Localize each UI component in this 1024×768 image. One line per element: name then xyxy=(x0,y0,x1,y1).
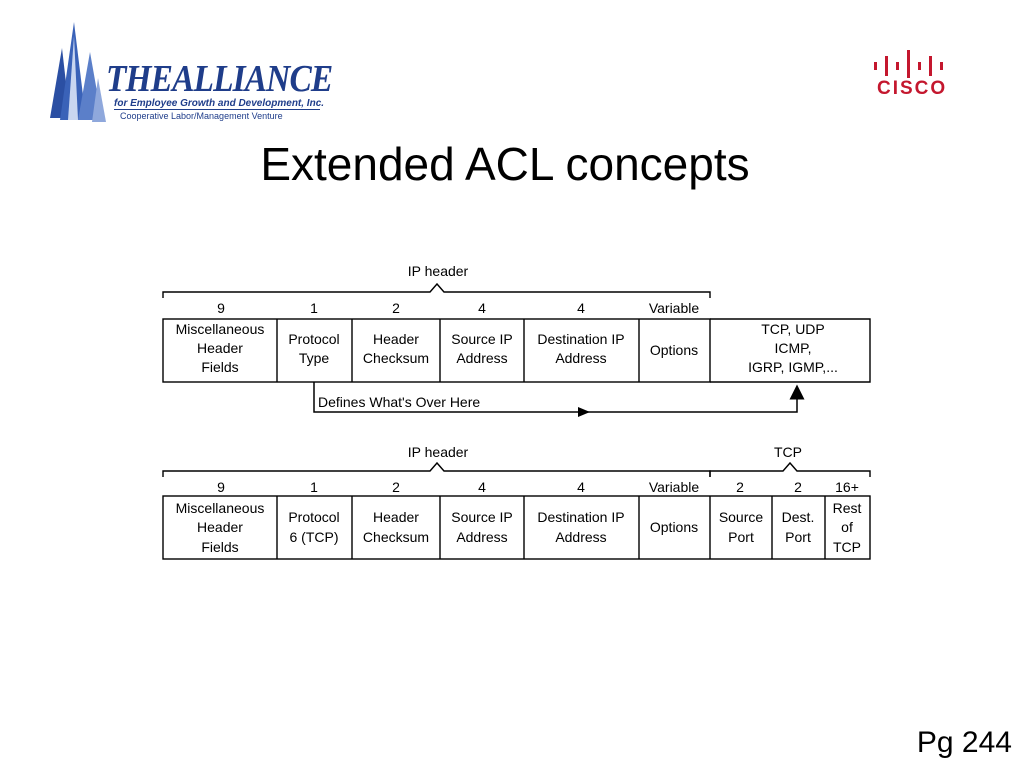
top-size-label: 4 xyxy=(577,300,585,316)
top-field-misc: Miscellaneous xyxy=(176,321,265,337)
bottom-field-labels: Miscellaneous Header Fields Protocol 6 (… xyxy=(176,500,862,555)
bottom-field-protocol: 6 (TCP) xyxy=(290,529,339,545)
bottom-tcp-brace xyxy=(709,461,871,477)
bottom-field-rest-tcp: TCP xyxy=(833,539,861,555)
bottom-field-source-ip: Source IP xyxy=(451,509,512,525)
bottom-field-protocol: Protocol xyxy=(288,509,339,525)
top-field-checksum: Checksum xyxy=(363,350,429,366)
bottom-size-label: 9 xyxy=(217,479,225,495)
bottom-tcp-brace-label: TCP xyxy=(774,444,802,460)
bottom-field-source-ip: Address xyxy=(456,529,507,545)
page-number: Pg 244 xyxy=(916,726,1012,759)
bottom-field-options: Options xyxy=(650,519,698,535)
top-field-protocols: ICMP, xyxy=(774,340,811,356)
bottom-size-label: 4 xyxy=(478,479,486,495)
spires-icon xyxy=(50,22,106,122)
top-field-checksum: Header xyxy=(373,331,419,347)
top-header-diagram: IP header 9 1 2 4 4 Variable Miscellaneo… xyxy=(162,263,871,417)
bottom-size-label: 1 xyxy=(310,479,318,495)
cisco-bars-icon xyxy=(874,50,943,78)
bottom-field-source-port: Source xyxy=(719,509,764,525)
bottom-field-rest-tcp: Rest xyxy=(833,500,862,516)
bottom-size-label: 2 xyxy=(794,479,802,495)
top-field-boxes xyxy=(162,318,871,383)
top-size-label: 2 xyxy=(392,300,400,316)
top-brace-label: IP header xyxy=(408,263,469,279)
alliance-divider xyxy=(114,109,320,110)
bottom-field-dest-port: Dest. xyxy=(782,509,815,525)
top-field-misc: Header xyxy=(197,340,243,356)
bottom-field-misc: Header xyxy=(197,519,243,535)
bottom-field-boxes xyxy=(162,495,871,560)
bottom-field-misc: Fields xyxy=(201,539,238,555)
top-size-labels: 9 1 2 4 4 Variable xyxy=(217,300,699,316)
defines-arrow-label: Defines What's Over Here xyxy=(318,394,480,410)
bottom-field-dest-port: Port xyxy=(785,529,811,545)
top-field-protocol: Protocol xyxy=(288,331,339,347)
bottom-size-labels: 9 1 2 4 4 Variable 2 2 16+ xyxy=(217,479,859,495)
top-field-protocols: TCP, UDP xyxy=(761,321,825,337)
alliance-brand: THEALLIANCE xyxy=(106,58,333,100)
bottom-field-checksum: Header xyxy=(373,509,419,525)
bottom-field-checksum: Checksum xyxy=(363,529,429,545)
bottom-size-label: 2 xyxy=(736,479,744,495)
top-field-labels: Miscellaneous Header Fields Protocol Typ… xyxy=(176,321,838,375)
top-size-label: 1 xyxy=(310,300,318,316)
top-field-destination-ip: Address xyxy=(555,350,606,366)
bottom-header-diagram: IP header TCP 9 1 2 4 4 Variable 2 2 16+ xyxy=(162,444,871,560)
alliance-logo: THEALLIANCE for Employee Growth and Deve… xyxy=(48,18,333,128)
slide-title: Extended ACL concepts xyxy=(260,138,750,190)
alliance-subtitle: Cooperative Labor/Management Venture xyxy=(120,111,283,121)
top-field-protocols: IGRP, IGMP,... xyxy=(748,359,838,375)
top-field-source-ip: Address xyxy=(456,350,507,366)
bottom-field-rest-tcp: of xyxy=(841,519,853,535)
bottom-field-destination-ip: Address xyxy=(555,529,606,545)
bottom-ip-brace xyxy=(162,461,711,477)
top-field-destination-ip: Destination IP xyxy=(537,331,624,347)
top-size-label: Variable xyxy=(649,300,700,316)
bottom-size-label: 16+ xyxy=(835,479,859,495)
top-brace xyxy=(162,282,711,298)
top-field-misc: Fields xyxy=(201,359,238,375)
cisco-word: CISCO xyxy=(877,78,948,99)
bottom-field-destination-ip: Destination IP xyxy=(537,509,624,525)
top-field-protocol: Type xyxy=(299,350,330,366)
top-size-label: 9 xyxy=(217,300,225,316)
bottom-field-misc: Miscellaneous xyxy=(176,500,265,516)
bottom-size-label: Variable xyxy=(649,479,700,495)
cisco-logo: CISCO xyxy=(868,44,964,104)
bottom-size-label: 2 xyxy=(392,479,400,495)
bottom-ip-brace-label: IP header xyxy=(408,444,469,460)
bottom-size-label: 4 xyxy=(577,479,585,495)
top-size-label: 4 xyxy=(478,300,486,316)
alliance-tagline: for Employee Growth and Development, Inc… xyxy=(114,98,325,109)
bottom-field-source-port: Port xyxy=(728,529,754,545)
defines-arrow: Defines What's Over Here xyxy=(313,382,805,417)
top-field-options: Options xyxy=(650,342,698,358)
top-field-source-ip: Source IP xyxy=(451,331,512,347)
